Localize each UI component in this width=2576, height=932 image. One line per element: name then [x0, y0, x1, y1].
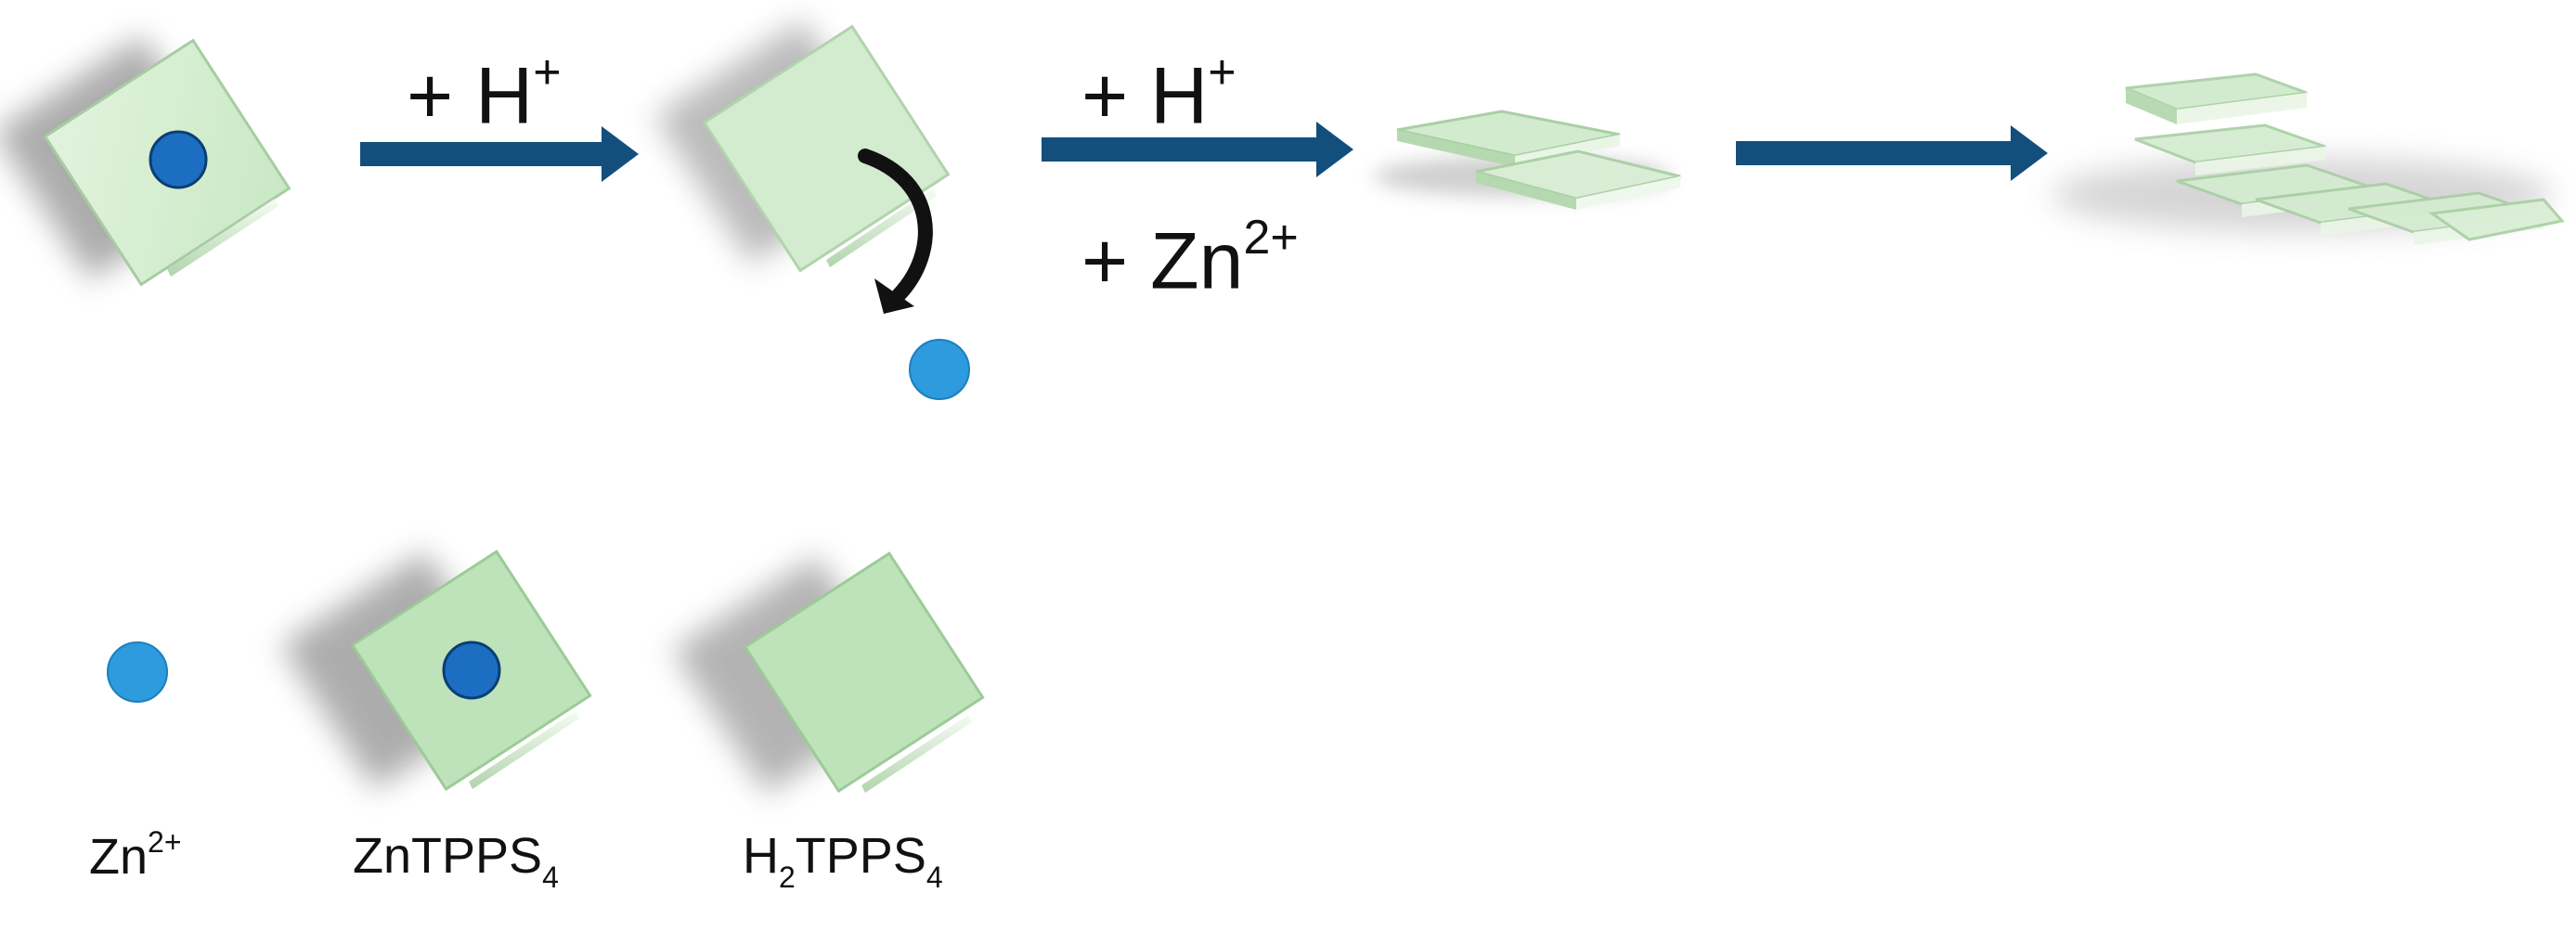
- released-zinc-ion-icon: [909, 339, 970, 400]
- step2-reagent-a-label: + H+: [1081, 45, 1236, 141]
- j-aggregate: [2052, 72, 2565, 245]
- legend-zn-porphyrin-label: ZnTPPS4: [353, 828, 559, 894]
- zinc-ion-icon: [107, 641, 168, 703]
- step1-reagent-label: + H+: [407, 45, 562, 141]
- zn-core-icon: [149, 130, 208, 189]
- porphyrin-dimer: [1374, 110, 1681, 210]
- zn-porphyrin-monomer: [0, 35, 291, 287]
- h2-porphyrin-demetallation: [654, 19, 970, 400]
- reaction-arrow-2: [1042, 122, 1353, 177]
- legend-zinc-ion-symbol: [107, 641, 168, 703]
- legend-h2-porphyrin-label: H2TPPS4: [743, 828, 943, 894]
- curved-release-arrow-icon: [858, 149, 933, 303]
- legend-zinc-ion-label: Zn2+: [89, 825, 182, 885]
- legend-zn-porphyrin-symbol: [280, 550, 592, 792]
- zn-core-icon: [442, 641, 501, 700]
- step2-reagent-b-label: + Zn2+: [1081, 211, 1299, 306]
- legend-h2-porphyrin-symbol: [672, 551, 985, 795]
- reaction-arrow-1: [360, 126, 639, 182]
- reaction-arrow-3: [1736, 125, 2048, 181]
